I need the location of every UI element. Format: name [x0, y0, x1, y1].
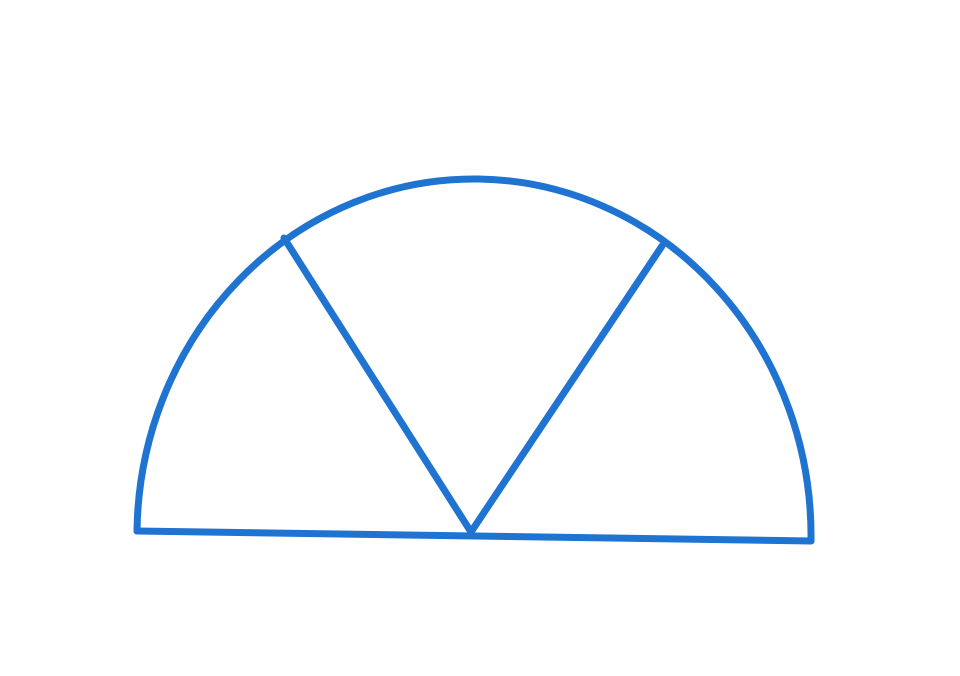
semicircle-arc — [133, 175, 815, 545]
left-radius — [280, 234, 475, 536]
right-radius — [467, 242, 666, 536]
semicircle-diameter — [133, 527, 815, 545]
